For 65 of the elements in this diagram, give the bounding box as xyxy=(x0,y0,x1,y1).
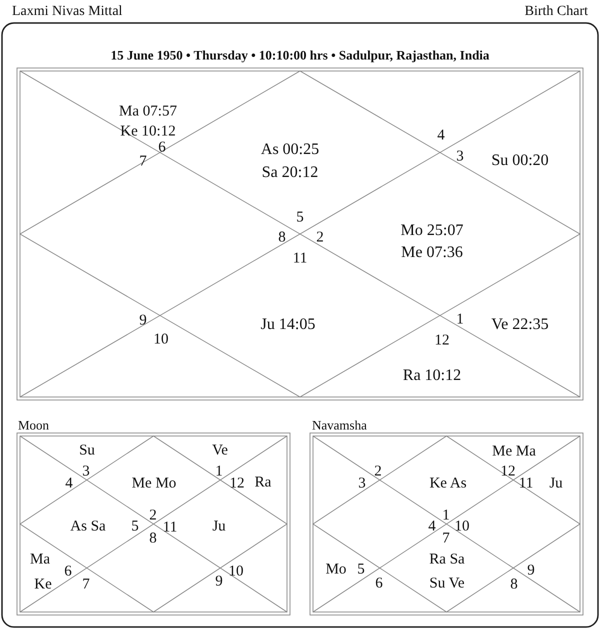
house-number: 12 xyxy=(434,334,450,348)
house-number: 1 xyxy=(442,508,450,524)
house-number: 5 xyxy=(131,520,139,534)
house-number: 6 xyxy=(64,564,72,580)
planet-label: Ma 07:57 xyxy=(119,104,177,120)
house-number: 3 xyxy=(358,476,366,492)
planet-label: Mo xyxy=(326,562,346,578)
house-number: 10 xyxy=(154,332,168,348)
birth-details: 15 June 1950 • Thursday • 10:10:00 hrs • Sadulpur, Rajasthan, India xyxy=(110,48,490,62)
planet-label: Su xyxy=(79,444,95,458)
house-number: 8 xyxy=(510,578,518,592)
chart-title: Navamsha xyxy=(312,418,367,432)
house-number: 11 xyxy=(518,476,534,492)
house-number: 2 xyxy=(316,230,324,246)
house-number: 7 xyxy=(442,532,450,546)
house-number: 10 xyxy=(454,520,470,534)
house-number: 8 xyxy=(278,230,286,246)
planet-label: As Sa xyxy=(70,520,106,534)
house-number: 12 xyxy=(500,464,516,480)
house-number: 4 xyxy=(65,476,73,492)
planet-label: Ju xyxy=(212,520,226,534)
house-number: 3 xyxy=(456,150,464,164)
house-number: 7 xyxy=(82,578,90,592)
planet-label: Me 07:36 xyxy=(401,245,463,261)
planet-label: Mo 25:07 xyxy=(400,223,464,239)
house-number: 5 xyxy=(296,210,304,226)
planet-label: Ra 10:12 xyxy=(402,368,462,384)
chart-name: Laxmi Nivas Mittal xyxy=(12,5,122,19)
house-number: 1 xyxy=(215,464,223,480)
house-number: 2 xyxy=(149,508,157,524)
house-number: 11 xyxy=(292,252,308,266)
house-number: 9 xyxy=(139,314,147,328)
planet-label: Me Ma xyxy=(492,444,536,460)
house-number: 9 xyxy=(215,574,223,590)
chart-type: Birth Chart xyxy=(524,5,588,19)
planet-label: Ke 10:12 xyxy=(120,124,176,140)
house-number: 5 xyxy=(357,562,365,578)
planet-label: Ra Sa xyxy=(429,552,465,568)
planet-label: Ma xyxy=(30,552,50,568)
house-number: 4 xyxy=(437,128,445,144)
house-number: 3 xyxy=(82,464,90,480)
planet-label: Me Mo xyxy=(132,476,176,492)
house-number: 9 xyxy=(527,564,535,578)
planet-label: Su 00:20 xyxy=(491,153,549,169)
planet-label: Su Ve xyxy=(429,576,465,592)
house-number: 11 xyxy=(162,520,178,536)
house-number: 1 xyxy=(456,312,464,328)
house-number: 8 xyxy=(149,532,157,546)
house-number: 10 xyxy=(228,564,244,580)
house-number: 6 xyxy=(375,576,383,592)
planet-label: Ke xyxy=(34,578,52,592)
chart-title: Moon xyxy=(18,418,50,432)
planet-label: Ju 14:05 xyxy=(260,317,316,333)
planet-label: As 00:25 xyxy=(260,142,320,158)
house-number: 2 xyxy=(374,464,382,480)
planet-label: Ju xyxy=(549,476,563,492)
house-number: 7 xyxy=(139,154,147,170)
house-number: 12 xyxy=(230,476,244,492)
planet-label: Ve xyxy=(212,444,228,458)
planet-label: Sa 20:12 xyxy=(262,165,318,181)
planet-label: Ra xyxy=(254,476,272,490)
house-number: 6 xyxy=(158,140,166,156)
planet-label: Ke As xyxy=(429,476,467,492)
planet-label: Ve 22:35 xyxy=(491,317,549,333)
house-number: 4 xyxy=(428,520,436,534)
